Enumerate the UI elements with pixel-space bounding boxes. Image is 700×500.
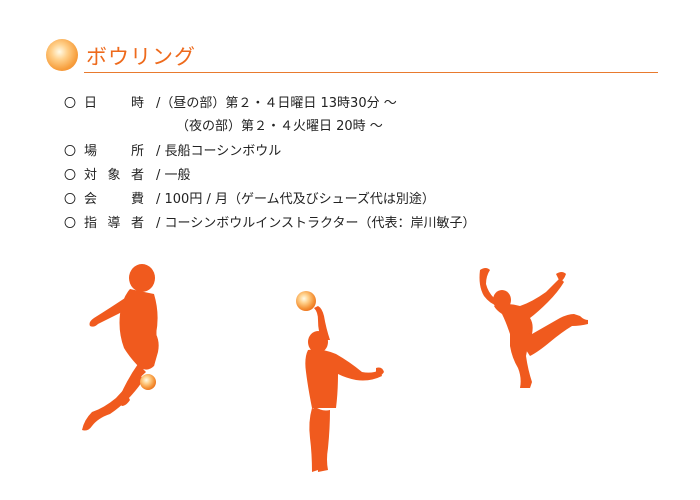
list-item: 〇 指 導 者 / コーシンボウルインストラクター（代表：岸川敏子）	[64, 211, 475, 235]
item-value-fee: / 100円 / 月（ゲーム代及びシューズ代は別途）	[156, 192, 435, 207]
bullet-icon: 〇	[64, 216, 77, 230]
list-item: （夜の部）第２・４火曜日 20時 〜	[64, 115, 475, 139]
item-value-datetime-night: （夜の部）第２・４火曜日 20時 〜	[176, 119, 383, 134]
item-value-datetime-day: /（昼の部）第２・４日曜日 13時30分 〜	[156, 96, 397, 111]
bullet-icon: 〇	[64, 168, 77, 182]
item-value-target: / 一般	[156, 168, 191, 183]
item-label-datetime: 日 時	[84, 96, 144, 111]
bullet-icon: 〇	[64, 96, 77, 110]
list-item: 〇 会 費 / 100円 / 月（ゲーム代及びシューズ代は別途）	[64, 187, 475, 211]
list-item: 〇 日 時 /（昼の部）第２・４日曜日 13時30分 〜	[64, 91, 475, 115]
list-item: 〇 対 象 者 / 一般	[64, 163, 475, 187]
item-label-place: 場 所	[84, 144, 144, 159]
bowler-silhouette-left	[82, 264, 159, 431]
bullet-icon: 〇	[64, 192, 77, 206]
item-value-place: / 長船コーシンボウル	[156, 144, 282, 159]
item-label-fee: 会 費	[84, 192, 144, 207]
title-divider	[84, 72, 658, 73]
list-item: 〇 場 所 / 長船コーシンボウル	[64, 139, 475, 163]
item-label-instructor: 指 導 者	[84, 216, 144, 231]
bowler-silhouette-right	[479, 268, 588, 388]
item-value-instructor: / コーシンボウルインストラクター（代表：岸川敏子）	[156, 216, 476, 231]
page-title: ボウリング	[86, 45, 196, 69]
item-label-target: 対 象 者	[84, 168, 144, 183]
bullet-icon: 〇	[64, 144, 77, 158]
info-list: 〇 日 時 /（昼の部）第２・４日曜日 13時30分 〜 （夜の部）第２・４火曜…	[64, 91, 475, 235]
bowler-silhouette-center	[296, 291, 384, 472]
header-ball-icon	[46, 39, 78, 71]
